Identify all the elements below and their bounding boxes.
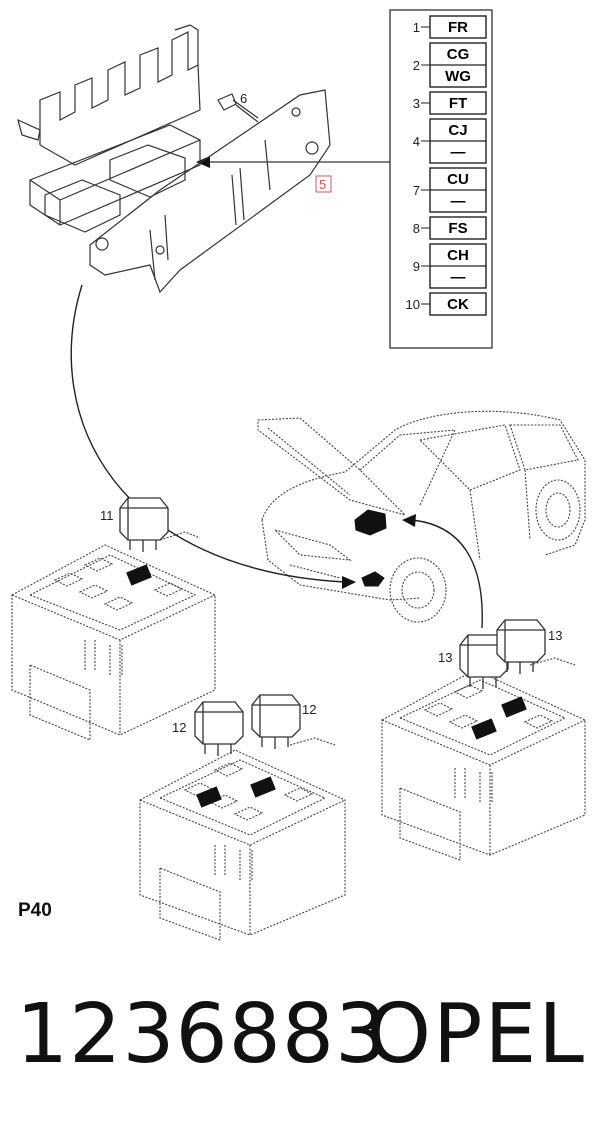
- code-item: —: [451, 193, 466, 210]
- relay-box-a-socket: [126, 564, 152, 586]
- brand-name: OPEL: [366, 987, 586, 1082]
- relay-box-b: [139, 737, 346, 941]
- arc-left-arrowhead: [342, 576, 356, 589]
- code-item: —: [451, 144, 466, 161]
- arc-right-arrowhead: [402, 514, 416, 527]
- callout-12-right: 12: [302, 702, 316, 717]
- code-number-8: 8: [413, 221, 420, 236]
- location-arc-right: [411, 519, 483, 629]
- code-number-9: 9: [413, 259, 420, 274]
- relay-box-a: [11, 531, 216, 741]
- code-item: CJ: [448, 122, 467, 139]
- car-marker-upper: [354, 509, 387, 536]
- callout-6: 6: [240, 91, 247, 106]
- location-arc-left: [70, 284, 346, 583]
- code-number-2: 2: [413, 58, 420, 73]
- part-number: 1236883: [16, 987, 389, 1082]
- relay-13-right: [496, 619, 546, 674]
- code-item: FR: [448, 19, 468, 36]
- code-table-frame: [389, 9, 493, 349]
- relay-box-b-socket-1: [196, 786, 222, 808]
- callout-12-left: 12: [172, 720, 186, 735]
- callout-13-left: 13: [438, 650, 452, 665]
- callout-5-box: [315, 175, 332, 193]
- code-item: CG: [447, 46, 470, 63]
- callout-11: 11: [100, 508, 114, 523]
- relay-box-c-socket-2: [501, 696, 527, 718]
- car-illustration: [257, 410, 586, 623]
- code-number-4: 4: [413, 134, 420, 149]
- code-item: CH: [447, 247, 469, 264]
- code-item: —: [451, 269, 466, 286]
- relay-box-c-socket-1: [471, 718, 497, 740]
- car-marker-lower: [361, 571, 385, 587]
- callout-13-right: 13: [548, 628, 562, 643]
- code-item: CU: [447, 171, 469, 188]
- relay-12-left: [194, 701, 244, 756]
- code-item: CK: [447, 296, 469, 313]
- page-label: P40: [18, 900, 52, 921]
- relay-box-b-socket-2: [250, 776, 276, 798]
- relay-11: [119, 497, 169, 552]
- control-unit-assembly: [17, 24, 331, 294]
- callout-5: 5: [319, 177, 326, 192]
- code-number-3: 3: [413, 96, 420, 111]
- code-number-7: 7: [413, 183, 420, 198]
- footer: 1236883 OPEL: [0, 990, 600, 1080]
- relay-12-right: [251, 694, 301, 749]
- code-number-1: 1: [413, 20, 420, 35]
- code-item: FT: [449, 95, 467, 112]
- code-number-10: 10: [406, 297, 420, 312]
- code-item: WG: [445, 68, 471, 85]
- code-item: FS: [448, 220, 467, 237]
- code-table: FR 1CG WG 2FT 3CJ — 4CU — 7FS 8CH — 9CK 10: [196, 9, 493, 349]
